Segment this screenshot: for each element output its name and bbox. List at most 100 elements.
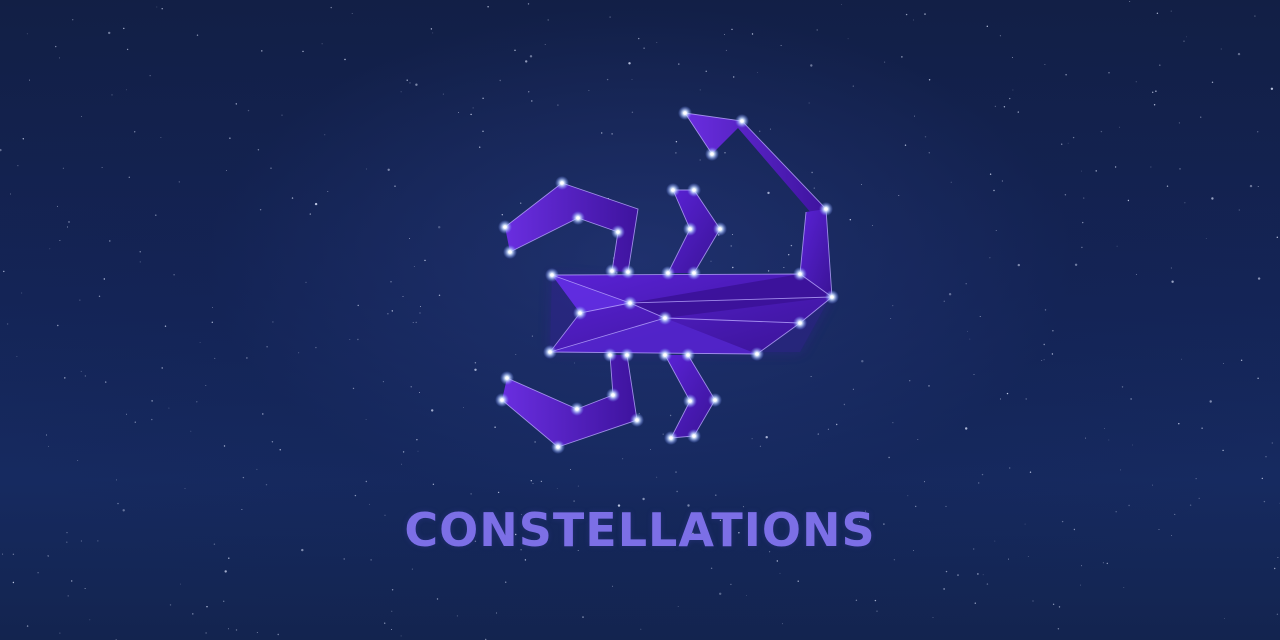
background-star — [108, 31, 111, 35]
background-star — [291, 197, 294, 199]
background-star — [1198, 497, 1200, 500]
background-star — [995, 230, 997, 231]
background-star — [640, 628, 642, 630]
background-star — [117, 502, 119, 505]
background-star — [123, 27, 125, 30]
background-star — [730, 583, 732, 586]
background-star — [724, 33, 725, 35]
background-star — [314, 202, 318, 206]
background-star — [649, 448, 651, 450]
background-star — [675, 141, 678, 143]
constellation-star — [548, 350, 552, 354]
background-star — [865, 510, 866, 512]
background-star — [352, 387, 355, 390]
background-star — [370, 559, 372, 561]
background-star — [993, 189, 995, 192]
background-star — [321, 43, 323, 45]
background-star — [391, 629, 392, 630]
constellation-star — [740, 119, 744, 123]
background-star — [1158, 529, 1160, 531]
constellation-star — [798, 321, 802, 325]
background-star — [669, 414, 672, 417]
background-star — [731, 28, 733, 31]
background-star — [22, 138, 24, 140]
background-star — [394, 185, 396, 187]
background-star — [687, 504, 690, 507]
background-star — [66, 541, 68, 543]
background-star — [26, 33, 28, 35]
background-star — [643, 47, 645, 49]
background-star — [1128, 504, 1130, 507]
background-star — [235, 103, 237, 105]
background-star — [212, 307, 213, 309]
background-star — [915, 505, 917, 508]
background-star — [168, 407, 170, 409]
constellation-star — [798, 272, 802, 276]
background-star — [810, 376, 812, 377]
background-star — [419, 392, 420, 394]
background-star — [387, 313, 389, 315]
constellation-star — [671, 188, 675, 192]
background-star — [611, 133, 613, 135]
background-star — [884, 61, 886, 63]
background-star — [21, 292, 23, 294]
background-star — [122, 509, 125, 512]
background-star — [1152, 484, 1154, 486]
background-star — [1171, 535, 1172, 537]
background-star — [1223, 363, 1224, 364]
background-star — [257, 149, 260, 151]
background-star — [534, 441, 536, 443]
background-star — [1044, 309, 1047, 311]
background-star — [928, 79, 931, 81]
background-star — [965, 283, 967, 285]
background-star — [472, 107, 474, 109]
background-star — [1249, 184, 1253, 188]
background-star — [351, 13, 353, 14]
background-star — [1189, 504, 1192, 506]
constellation-star — [625, 353, 629, 357]
background-star — [675, 471, 677, 473]
background-star — [47, 555, 49, 557]
background-star — [1209, 400, 1212, 403]
background-star — [10, 193, 11, 195]
background-star — [64, 377, 66, 379]
background-star — [751, 33, 754, 35]
background-star — [400, 635, 402, 637]
background-star — [677, 606, 679, 608]
background-star — [497, 491, 500, 494]
background-star — [160, 136, 162, 138]
background-star — [410, 386, 412, 388]
background-star — [309, 213, 311, 215]
background-star — [365, 418, 367, 420]
background-star — [638, 37, 640, 40]
background-star — [419, 306, 421, 307]
background-star — [790, 244, 793, 247]
background-star — [271, 441, 274, 443]
constellation-star — [608, 353, 612, 357]
background-star — [932, 617, 934, 618]
scorpion-body — [550, 274, 832, 354]
background-star — [738, 532, 740, 534]
background-star — [1024, 523, 1026, 525]
background-star — [1171, 280, 1174, 283]
background-star — [1211, 81, 1214, 84]
background-star — [1166, 185, 1169, 187]
background-star — [1183, 40, 1185, 42]
constellation-star — [500, 398, 504, 402]
background-star — [79, 299, 81, 301]
background-star — [1240, 359, 1243, 361]
constellation-star — [710, 152, 714, 156]
background-star — [487, 6, 489, 8]
background-star — [871, 225, 873, 226]
background-star — [656, 476, 658, 478]
background-star — [1223, 618, 1225, 620]
background-star — [781, 623, 783, 625]
background-star — [531, 335, 533, 337]
background-star — [525, 60, 528, 63]
background-star — [973, 373, 975, 375]
background-star — [544, 44, 546, 46]
constellation-star — [556, 445, 560, 449]
constellation-star — [663, 316, 667, 320]
background-star — [242, 476, 245, 479]
background-star — [80, 540, 82, 542]
